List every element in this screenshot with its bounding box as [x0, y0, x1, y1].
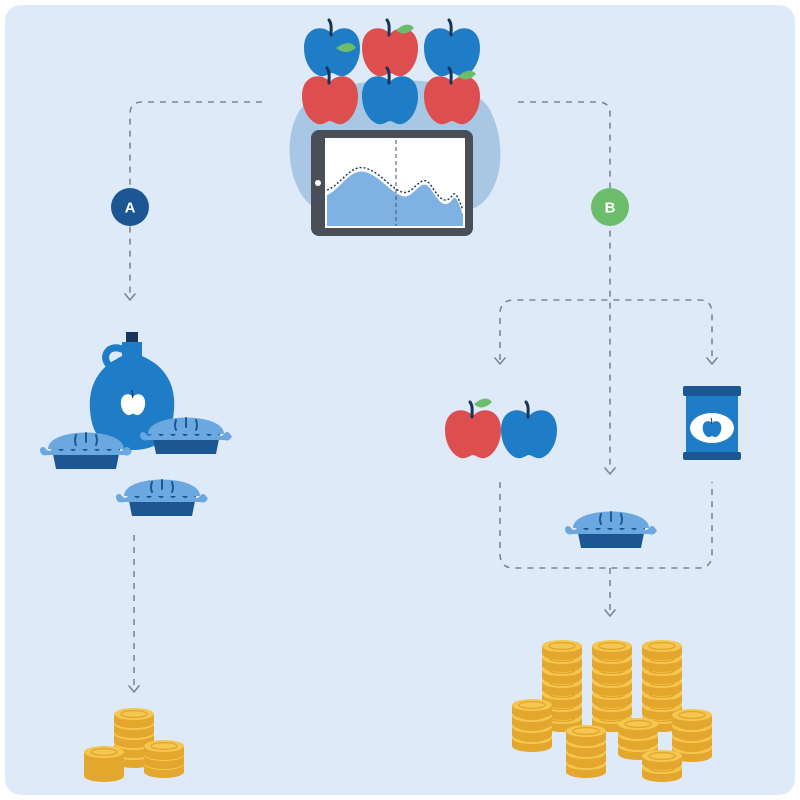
- arrowhead-a-products: [124, 293, 136, 301]
- flow-connectors: [129, 101, 713, 688]
- source-group: [289, 18, 501, 236]
- connector-source-to-a: [129, 101, 262, 296]
- connector-source-to-b: [518, 101, 611, 470]
- connector-b-split: [499, 299, 713, 360]
- path-a-products: [39, 332, 234, 517]
- tablet-chart-icon: [311, 130, 473, 236]
- badge-path-a: A: [111, 188, 149, 226]
- arrowhead-b-apples: [494, 357, 506, 365]
- coin-stack: [565, 724, 607, 779]
- badge-label-a: A: [125, 200, 136, 217]
- coin-stack: [641, 749, 683, 783]
- coin-stack: [143, 739, 185, 779]
- fresh-apples-icon: [443, 398, 559, 460]
- arrowheads: [124, 293, 718, 693]
- coin-stack: [511, 698, 553, 753]
- apple-crate-icon: [300, 18, 482, 126]
- cider-jug-icon: [89, 332, 175, 450]
- arrowhead-b-coins: [604, 609, 616, 617]
- arrowhead-b-pie: [604, 467, 616, 475]
- badge-label-b: B: [605, 200, 616, 217]
- arrowhead-b-jar: [706, 357, 718, 365]
- coin-stack: [591, 639, 633, 733]
- arrowhead-a-coins: [128, 685, 140, 693]
- connector-b-merge: [499, 482, 713, 569]
- badge-path-b: B: [591, 188, 629, 226]
- apple-jar-icon: [683, 386, 741, 460]
- coin-stack: [83, 745, 125, 783]
